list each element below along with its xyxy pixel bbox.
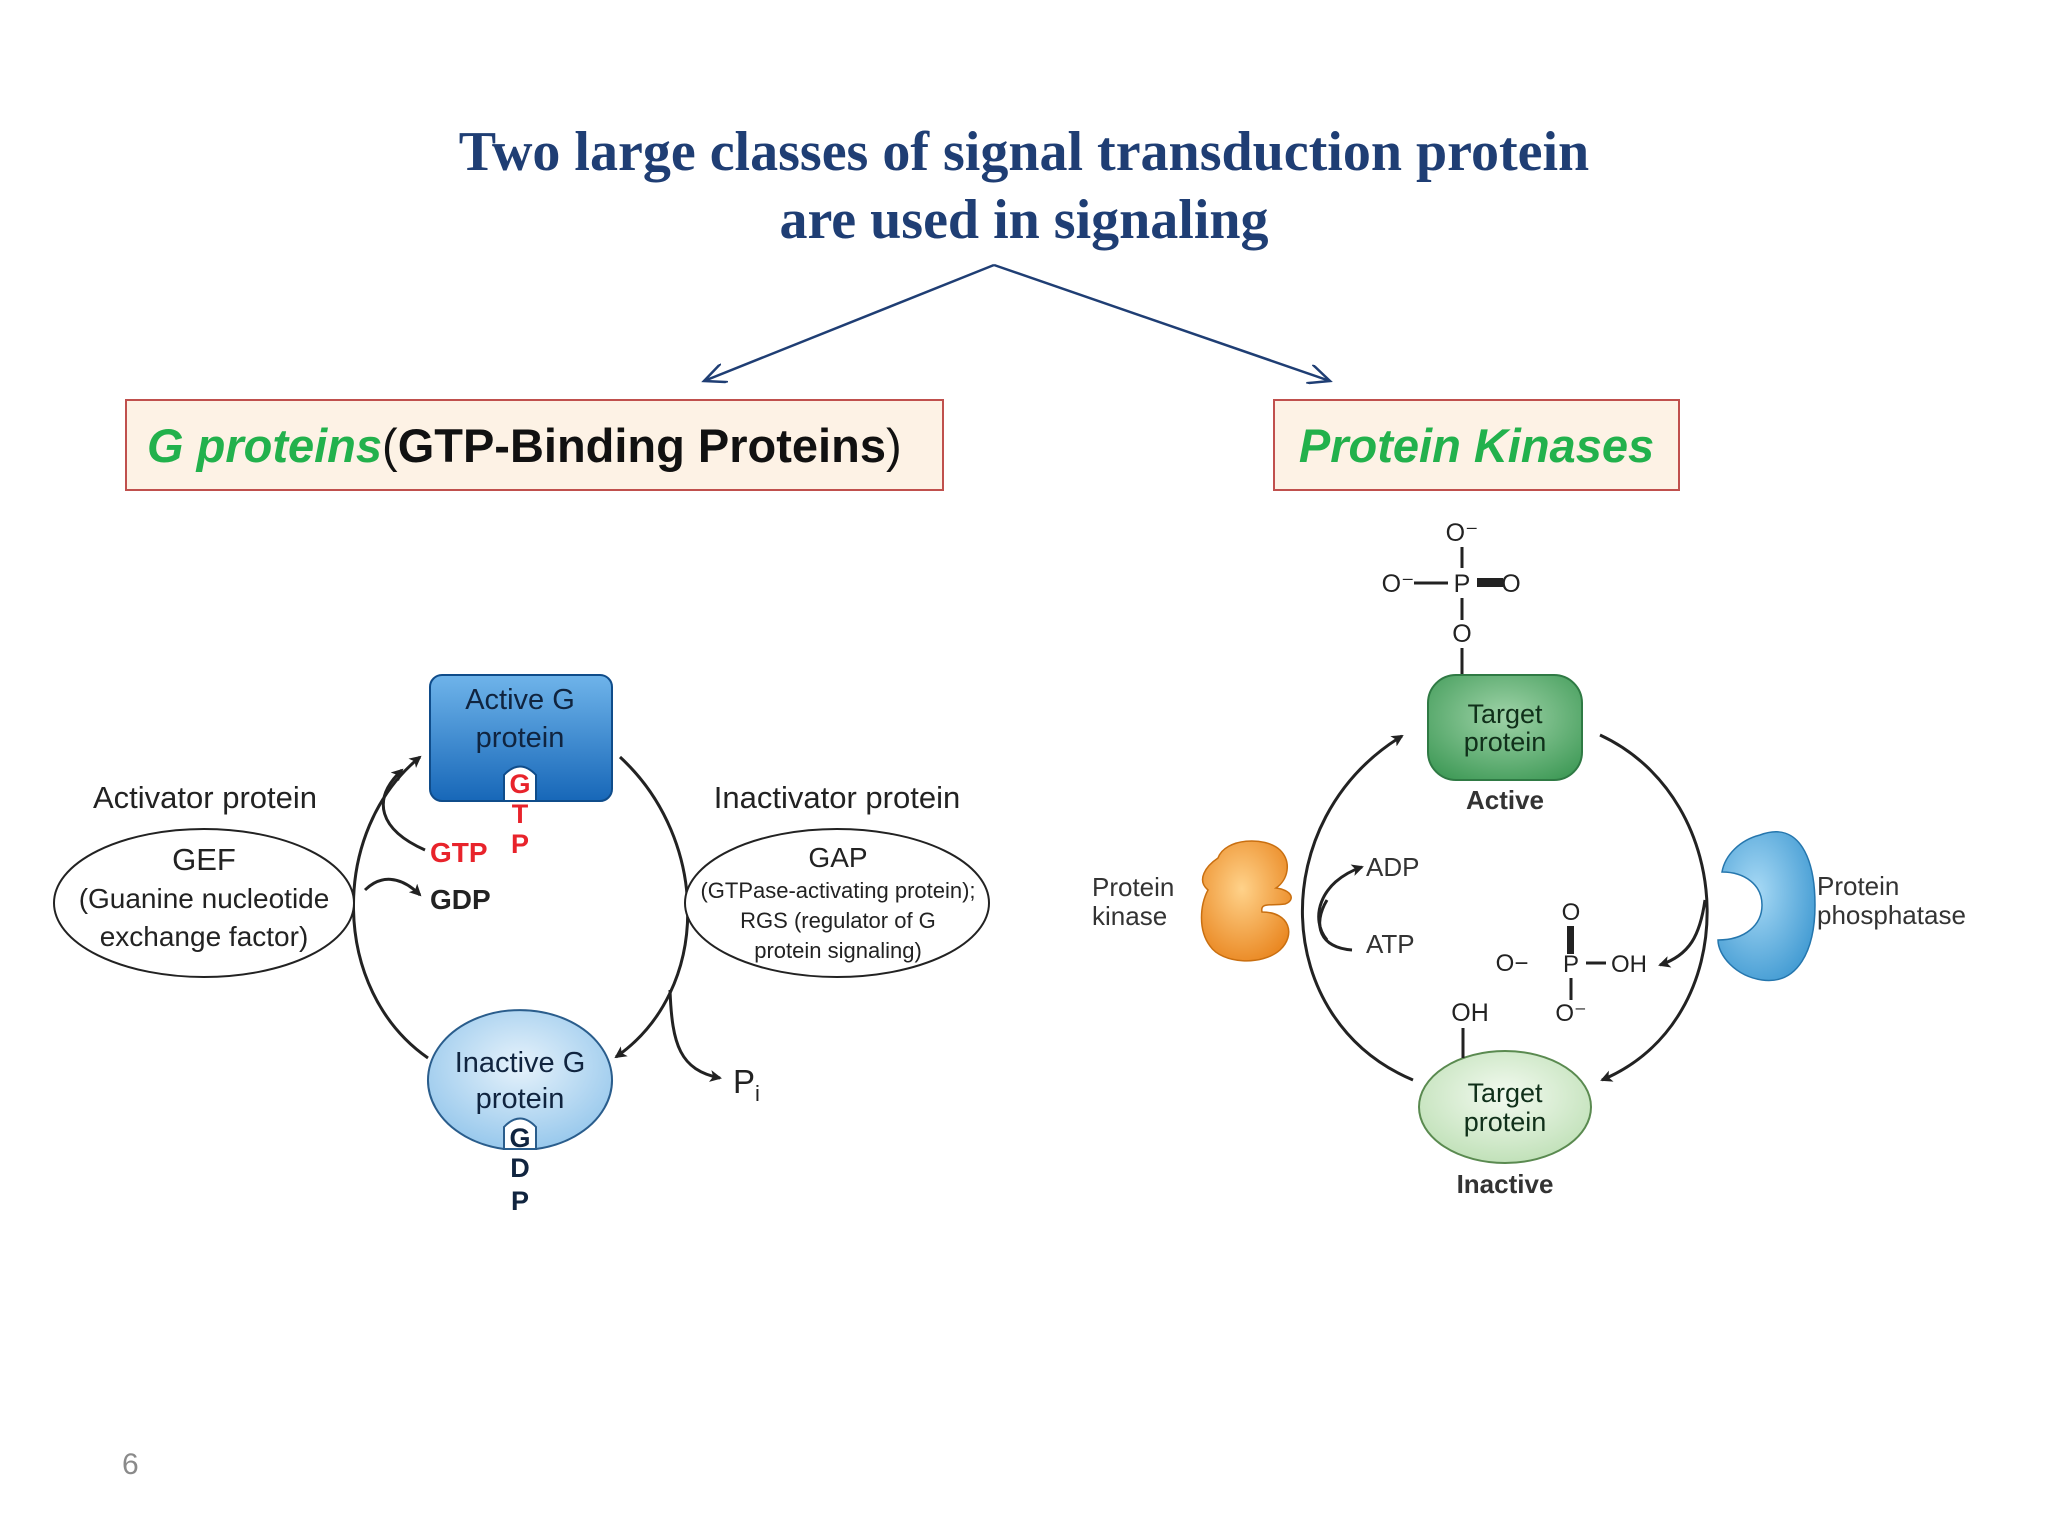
gdp-label: GDP — [430, 884, 491, 915]
po-o-bottom: O — [1452, 620, 1471, 648]
gap-line2: RGS (regulator of G — [740, 908, 936, 933]
active-g-line1: Active G — [465, 684, 575, 716]
gdp-letter-p: P — [511, 1186, 529, 1216]
gdp-letter-d: D — [510, 1153, 530, 1183]
inactive-label: Inactive — [1457, 1169, 1554, 1199]
active-g-protein: Active G protein G T P — [429, 674, 613, 859]
pi-label: Pi — [733, 1063, 760, 1106]
gtp-label: GTP — [430, 837, 488, 868]
kinase-cycle: O⁻ O⁻ P O O Target protein Active Target… — [1092, 519, 1966, 1199]
inactive-g-line2: protein — [476, 1083, 565, 1115]
protein-kinases-label: Protein Kinases — [1298, 418, 1655, 472]
atp-label: ATP — [1366, 929, 1415, 959]
atp-arrow — [1318, 899, 1353, 952]
phosphatase-line2: phosphatase — [1817, 900, 1966, 930]
gap-title: GAP — [808, 842, 867, 873]
dephosphorylation-arrow — [1599, 733, 1709, 1082]
po-p: P — [1454, 570, 1471, 598]
phosphorylation-arrow — [1300, 734, 1414, 1082]
phosphatase-line1: Protein — [1817, 871, 1899, 901]
gdp-letter-g: G — [509, 1123, 530, 1153]
inactivation-arrow — [614, 755, 690, 1059]
title-line-1: Two large classes of signal transduction… — [458, 121, 1590, 183]
open-paren: ( — [382, 418, 398, 472]
target-active-line1: Target — [1467, 699, 1543, 729]
active-g-line2: protein — [476, 722, 565, 754]
inactivator-protein-label: Inactivator protein — [714, 780, 960, 815]
pr-p: P — [1563, 951, 1579, 978]
slide-title: Two large classes of signal transduction… — [0, 118, 2048, 254]
adp-label: ADP — [1366, 852, 1419, 882]
arrow-to-g-proteins — [704, 263, 995, 381]
po-o-minus-left: O⁻ — [1382, 570, 1415, 598]
protein-kinases-box: Protein Kinases — [1273, 399, 1680, 491]
page-number: 6 — [122, 1448, 139, 1481]
kinase-line2: kinase — [1092, 901, 1167, 931]
close-paren: ) — [885, 418, 902, 472]
active-label: Active — [1466, 785, 1544, 815]
inactive-g-protein: Inactive G protein G D P — [427, 1009, 613, 1216]
arrow-to-kinases — [993, 263, 1330, 381]
gap-ellipse — [684, 828, 990, 978]
g-proteins-label: G proteins — [147, 418, 383, 472]
phosphate-group-released: O O− P OH O⁻ — [1496, 899, 1647, 1027]
gtp-letter-p: P — [511, 829, 529, 859]
po-o-right: O — [1501, 570, 1520, 598]
title-line-2: are used in signaling — [779, 189, 1269, 251]
po-o-minus-top: O⁻ — [1446, 519, 1479, 547]
gtp-binding-label: GTP-Binding Proteins — [397, 418, 886, 472]
phosphate-release-arrow — [1658, 899, 1707, 968]
inactive-g-line1: Inactive G — [455, 1047, 586, 1079]
kinase-line1: Protein — [1092, 872, 1174, 902]
branch-arrows — [704, 263, 1330, 381]
pi-out-arrow — [668, 989, 722, 1082]
target-protein-active: Target protein Active — [1427, 674, 1583, 815]
pr-o-left: O− — [1496, 950, 1529, 977]
g-protein-cycle: Active G protein G T P Inactive G protei… — [53, 674, 990, 1216]
gef-line2: exchange factor) — [100, 921, 309, 952]
pr-o-bottom: O⁻ — [1555, 1000, 1586, 1027]
protein-phosphatase: Protein phosphatase — [1717, 831, 1966, 982]
gef-line1: (Guanine nucleotide — [79, 883, 330, 914]
gef-ellipse — [53, 828, 355, 978]
gtp-letter-g: G — [509, 769, 530, 799]
target-active-line2: protein — [1464, 727, 1547, 757]
gap-line1: (GTPase-activating protein); — [700, 878, 975, 903]
pr-oh: OH — [1611, 951, 1647, 978]
oh-label: OH — [1451, 999, 1489, 1027]
gtp-letter-t: T — [512, 799, 529, 829]
phosphate-group-top: O⁻ O⁻ P O O — [1382, 519, 1521, 675]
gef-title: GEF — [172, 842, 236, 877]
g-proteins-box: G proteins (GTP-Binding Proteins) — [125, 399, 944, 491]
target-inactive-line2: protein — [1464, 1107, 1547, 1137]
target-inactive-line1: Target — [1467, 1078, 1543, 1108]
pr-o-top: O — [1562, 899, 1581, 926]
gdp-out-arrow — [363, 877, 422, 897]
gtp-in-arrow — [381, 768, 426, 852]
gap-line3: protein signaling) — [754, 938, 922, 963]
activation-arrow — [352, 755, 429, 1060]
protein-kinase: Protein kinase — [1092, 840, 1292, 962]
target-protein-inactive: Target protein Inactive OH — [1418, 999, 1592, 1199]
activator-protein-label: Activator protein — [93, 780, 317, 815]
